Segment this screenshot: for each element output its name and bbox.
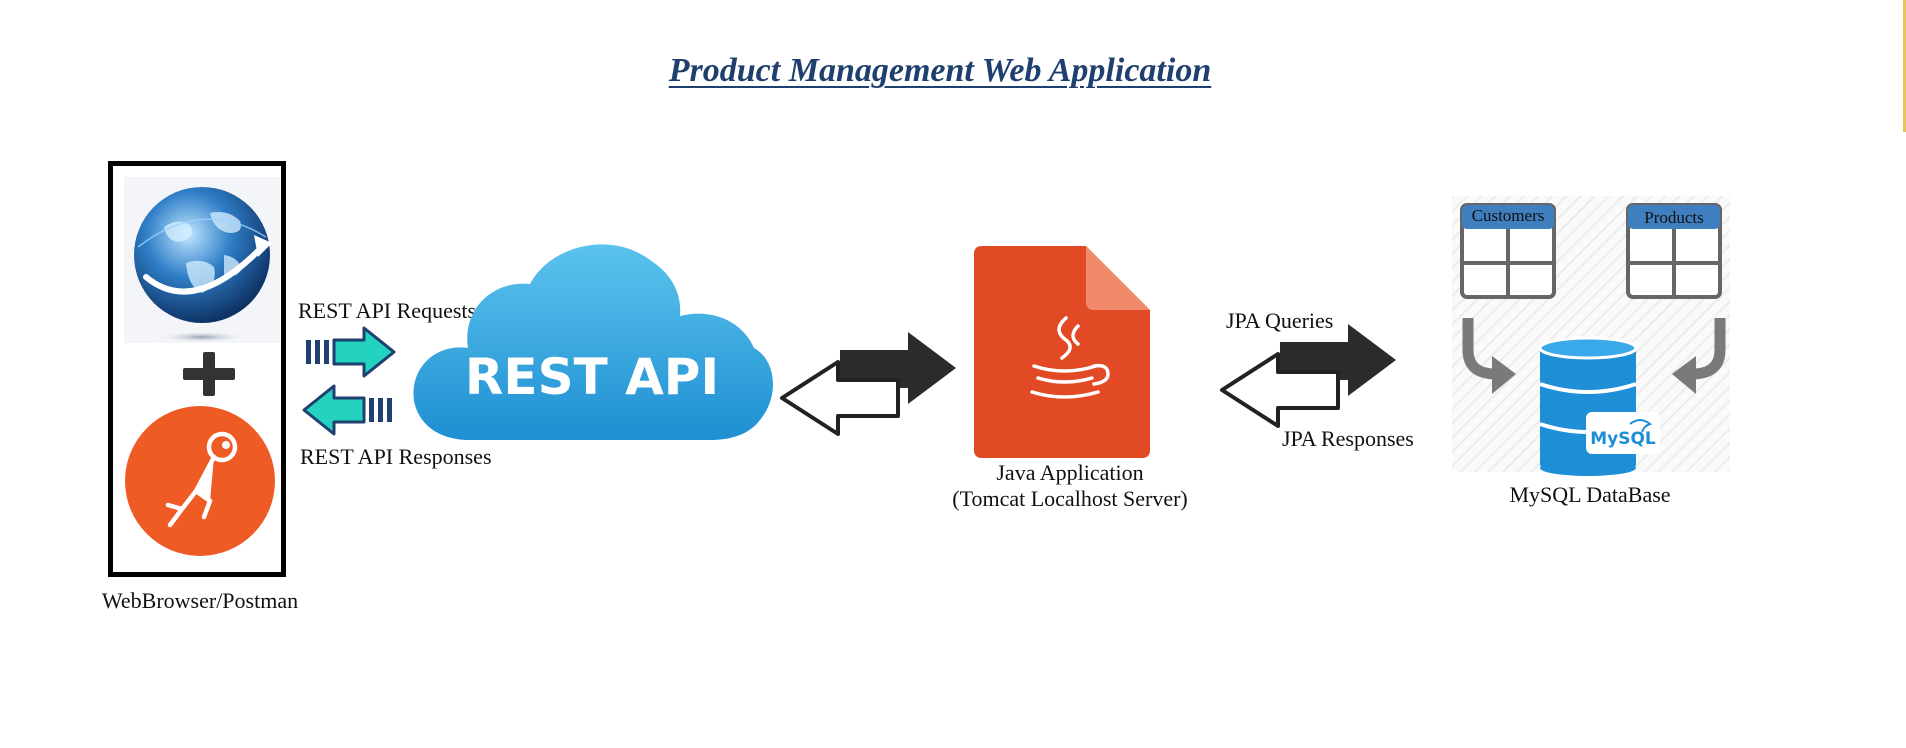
database-label: MySQL DataBase [1509,482,1671,507]
table-products: Products [1626,203,1722,299]
curved-arrow-right [1672,318,1726,394]
jpa-response-label: JPA Responses [1282,426,1414,451]
rest-response-label: REST API Responses [300,444,492,469]
mysql-database-icon: MySQL [1538,336,1660,476]
rest-api-cloud: REST API [413,244,773,440]
mysql-logo-text: MySQL [1590,429,1656,449]
java-app-icon [974,246,1150,458]
client-label: WebBrowser/Postman [101,588,299,613]
client-frame [108,161,286,577]
diagram-title: Product Management Web Application [668,52,1212,89]
cloud-text: REST API [465,348,719,406]
java-app-name: Java Application [996,460,1144,485]
plus-icon [183,352,235,396]
accent-line [1903,0,1906,132]
table-customers-label: Customers [1471,206,1545,225]
jpa-query-label: JPA Queries [1226,308,1334,333]
table-products-label: Products [1644,208,1704,227]
cloud-java-arrows [780,332,956,436]
rest-request-arrow [306,326,396,378]
postman-icon [125,406,275,556]
curved-arrow-left [1462,318,1516,394]
rest-response-arrow [302,384,392,436]
rest-request-label: REST API Requests [298,298,477,323]
jpa-arrows [1220,324,1396,428]
table-customers: Customers [1460,203,1556,299]
java-app-server: (Tomcat Localhost Server) [952,486,1188,511]
globe-icon [124,177,280,343]
